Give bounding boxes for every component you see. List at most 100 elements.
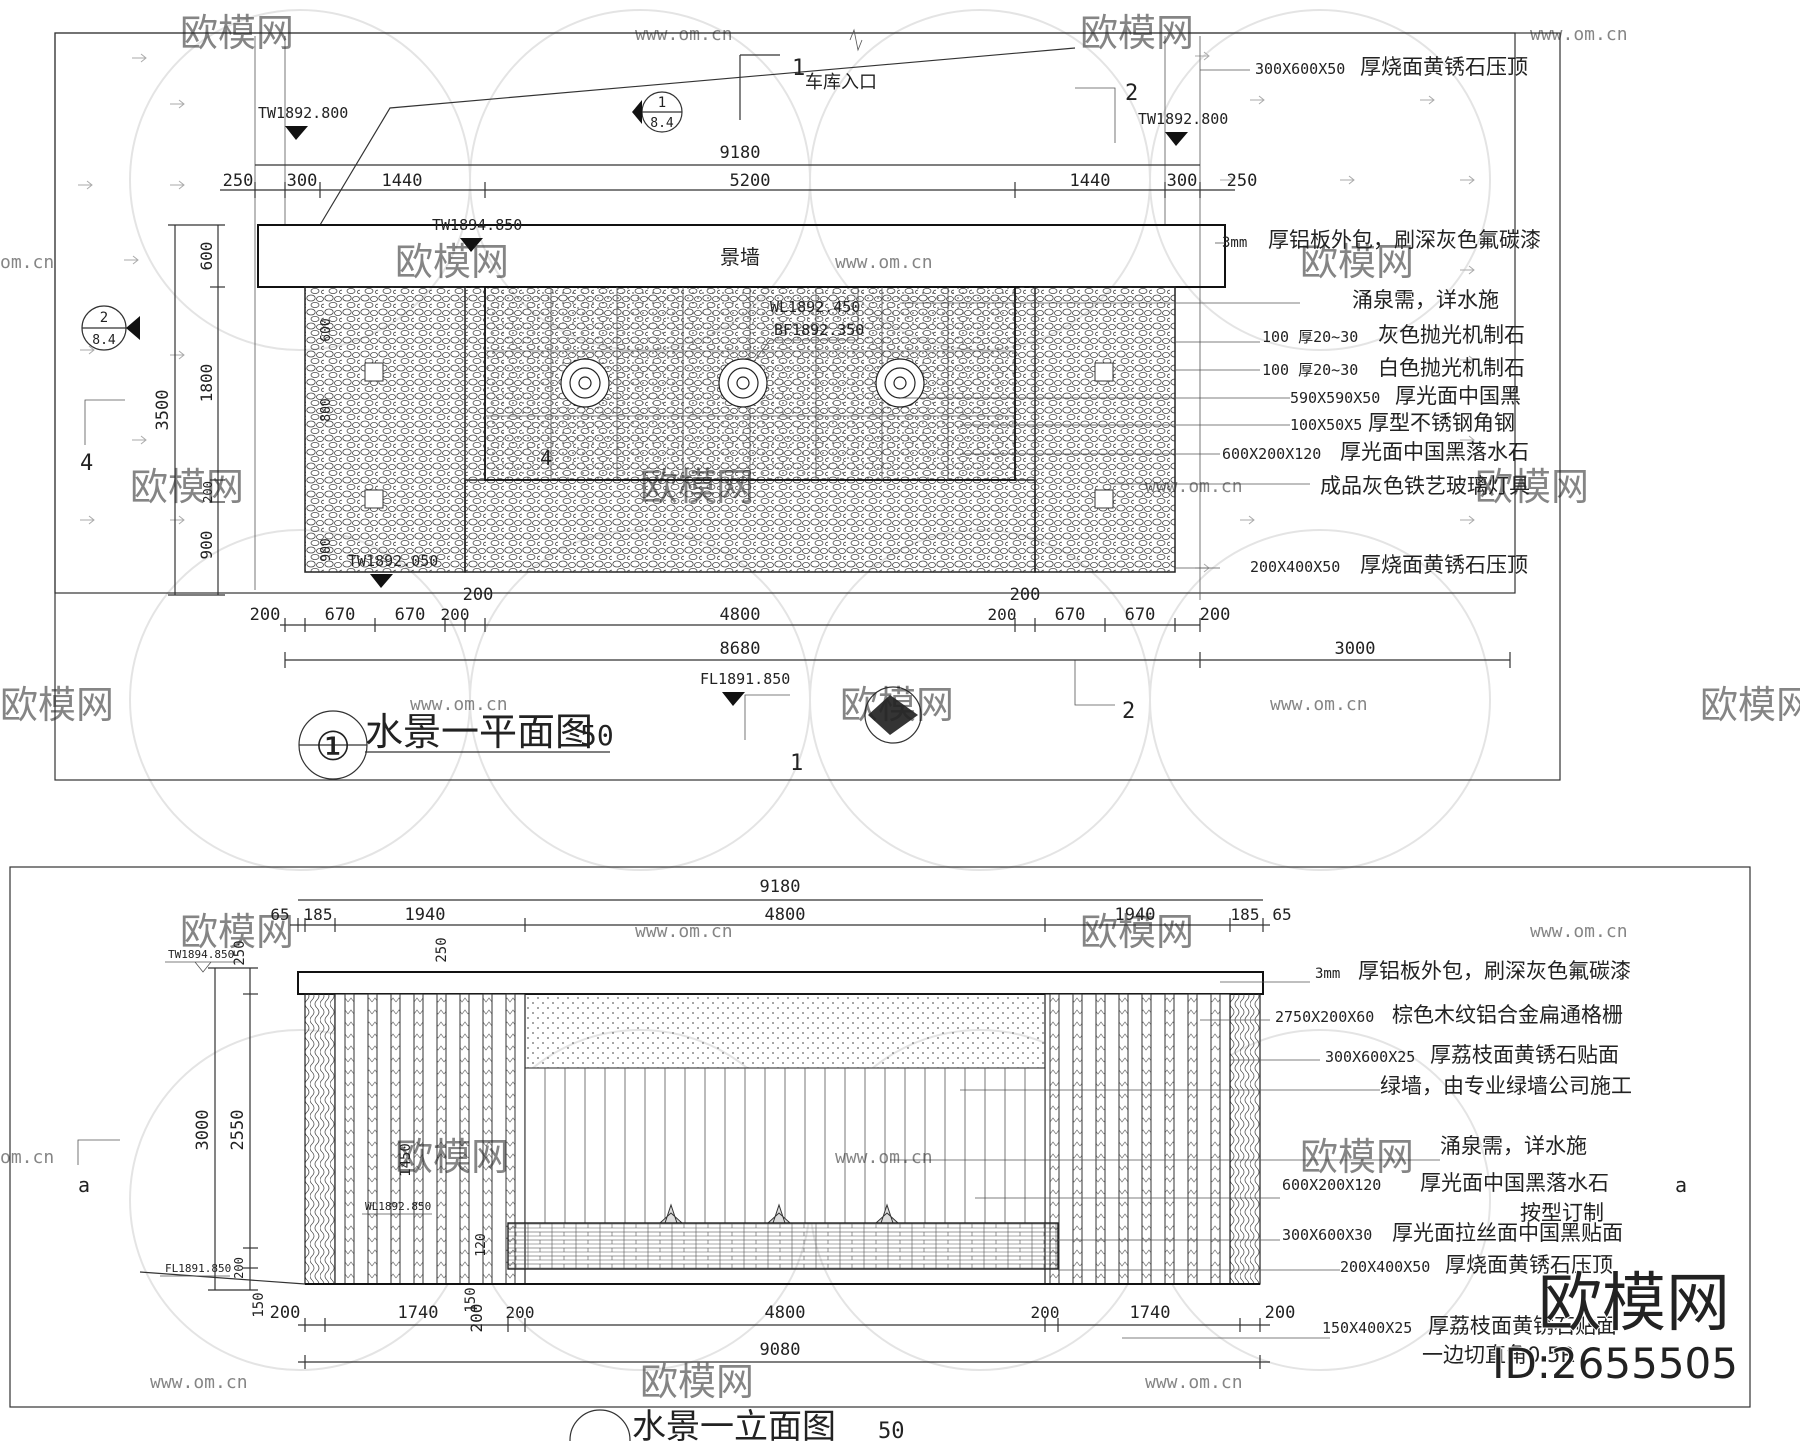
svg-text:TW1892.800: TW1892.800: [1138, 110, 1228, 128]
svg-text:www.om.cn: www.om.cn: [1530, 24, 1628, 45]
svg-text:灰色抛光机制石: 灰色抛光机制石: [1378, 323, 1525, 347]
plan-label-9: 200X400X50 厚烧面黄锈石压顶: [1250, 553, 1528, 577]
elevation-dims-left: 250 3000 2550 250 200 150 150 1450 120: [193, 937, 489, 1317]
svg-text:欧模网: 欧模网: [1300, 240, 1414, 284]
level-markers: TW1892.800 TW1892.800 TW1894.850 WL1892.…: [258, 104, 1228, 706]
svg-text:8680: 8680: [720, 639, 761, 659]
grille-right: [1044, 993, 1231, 1285]
svg-text:590X590X50: 590X590X50: [1290, 389, 1380, 407]
plan-site-boundary: [54, 32, 1516, 594]
svg-text:厚光面拉丝面中国黑贴面: 厚光面拉丝面中国黑贴面: [1392, 1221, 1623, 1245]
svg-text:欧模网: 欧模网: [130, 465, 244, 509]
stone-panel-right: [1229, 993, 1261, 1285]
elev-label-6: 按型订制: [1520, 1201, 1604, 1225]
svg-text:5200: 5200: [730, 171, 771, 191]
green-wall-lines: [544, 1068, 1026, 1223]
svg-text:www.om.cn: www.om.cn: [410, 694, 508, 715]
svg-text:WL1892.850: WL1892.850: [365, 1200, 431, 1213]
svg-text:2: 2: [1122, 699, 1135, 724]
svg-text:1: 1: [792, 56, 805, 81]
svg-text:200: 200: [506, 1303, 535, 1322]
elevation-title-scale: 50: [878, 1419, 905, 1441]
svg-text:200: 200: [467, 1304, 486, 1333]
elevation-frame: [9, 866, 1751, 1408]
svg-text:200X400X50: 200X400X50: [1340, 1258, 1430, 1276]
lamp: [364, 362, 384, 382]
grade-line: [139, 1271, 306, 1285]
svg-text:900: 900: [319, 538, 334, 561]
svg-text:棕色木纹铝合金扁通格栅: 棕色木纹铝合金扁通格栅: [1392, 1003, 1623, 1027]
svg-text:200: 200: [1265, 1303, 1296, 1323]
stone-panel-left: [304, 993, 336, 1285]
svg-text:670: 670: [1055, 605, 1086, 625]
svg-text:3000: 3000: [1335, 639, 1376, 659]
svg-text:4800: 4800: [765, 905, 806, 925]
svg-text:250: 250: [1227, 171, 1258, 191]
svg-text:www.om.cn: www.om.cn: [1145, 1372, 1243, 1393]
svg-text:a: a: [1675, 1173, 1687, 1197]
svg-text:9180: 9180: [720, 143, 761, 163]
svg-text:①: ①: [315, 724, 351, 770]
svg-text:涌泉需，详水施: 涌泉需，详水施: [1440, 1134, 1587, 1158]
svg-text:1450: 1450: [398, 1143, 414, 1177]
level-leader: [754, 290, 859, 361]
svg-text:185: 185: [1231, 905, 1260, 924]
svg-text:150: 150: [463, 1287, 479, 1312]
svg-text:2: 2: [100, 310, 108, 326]
svg-text:150X400X25: 150X400X25: [1322, 1319, 1412, 1337]
elevation-fountains: [658, 1203, 900, 1224]
svg-text:65: 65: [1272, 905, 1291, 924]
elev-label-1: 2750X200X60 棕色木纹铝合金扁通格栅: [1275, 1003, 1623, 1027]
detail-callout-1: 1 8.4: [632, 91, 683, 133]
brand-stamp: 欧模网 ID:2655505: [1491, 1266, 1739, 1389]
plan-dims-left: 3500 600 1800 900 200 900 800 600: [153, 224, 334, 596]
svg-text:1740: 1740: [398, 1303, 439, 1323]
svg-text:200: 200: [463, 585, 494, 605]
brand-name: 欧模网: [1538, 1267, 1730, 1341]
svg-text:厚荔枝面黄锈石贴面: 厚荔枝面黄锈石贴面: [1430, 1043, 1619, 1067]
svg-text:欧模网: 欧模网: [180, 910, 294, 954]
driveway-edge: [319, 47, 1076, 226]
svg-text:www.om.cn: www.om.cn: [150, 1372, 248, 1393]
svg-text:欧模网: 欧模网: [640, 1360, 754, 1404]
site-arrows: [78, 51, 1475, 573]
svg-text:4800: 4800: [720, 605, 761, 625]
svg-text:www.om.cn: www.om.cn: [635, 24, 733, 45]
section-markers: 1 2 4 1 2 4: [80, 56, 1138, 776]
svg-text:200X400X50: 200X400X50: [1250, 558, 1340, 576]
svg-text:4800: 4800: [765, 1303, 806, 1323]
svg-text:3500: 3500: [153, 390, 173, 431]
pebble-bed-left: [304, 286, 466, 573]
level-tw-left: TW1892.800: [258, 104, 348, 140]
svg-text:2750X200X60: 2750X200X60: [1275, 1008, 1374, 1026]
svg-text:670: 670: [325, 605, 356, 625]
svg-text:100X50X5: 100X50X5: [1290, 416, 1362, 434]
svg-text:欧模网: 欧模网: [640, 465, 754, 509]
svg-text:300X600X50: 300X600X50: [1255, 60, 1345, 78]
svg-text:www.om.cn: www.om.cn: [835, 1147, 933, 1168]
elev-label-4: 涌泉需，详水施: [1440, 1134, 1587, 1158]
svg-text:300: 300: [287, 171, 318, 191]
plan-dims-top: 9180 250 300 1440 5200 1440 300 250: [220, 143, 1257, 198]
svg-text:9180: 9180: [760, 877, 801, 897]
svg-text:厚光面中国黑落水石: 厚光面中国黑落水石: [1420, 1171, 1609, 1195]
lamps: [364, 362, 1114, 509]
svg-text:200: 200: [201, 481, 215, 503]
svg-text:欧模网: 欧模网: [0, 683, 114, 727]
svg-text:厚烧面黄锈石压顶: 厚烧面黄锈石压顶: [1360, 553, 1528, 577]
svg-text:1: 1: [790, 751, 803, 776]
svg-text:200: 200: [1010, 585, 1041, 605]
svg-text:670: 670: [1125, 605, 1156, 625]
svg-text:3mm: 3mm: [1315, 966, 1340, 982]
svg-text:TW1892.800: TW1892.800: [258, 104, 348, 122]
elevation-dims-top: 9180 65 185 1940 4800 1940 185 65: [270, 877, 1292, 932]
level-fl: FL1891.850: [700, 670, 790, 706]
green-wall-top: [524, 993, 1046, 1069]
plan-title-block: ① 水景一平面图 50: [298, 686, 922, 780]
